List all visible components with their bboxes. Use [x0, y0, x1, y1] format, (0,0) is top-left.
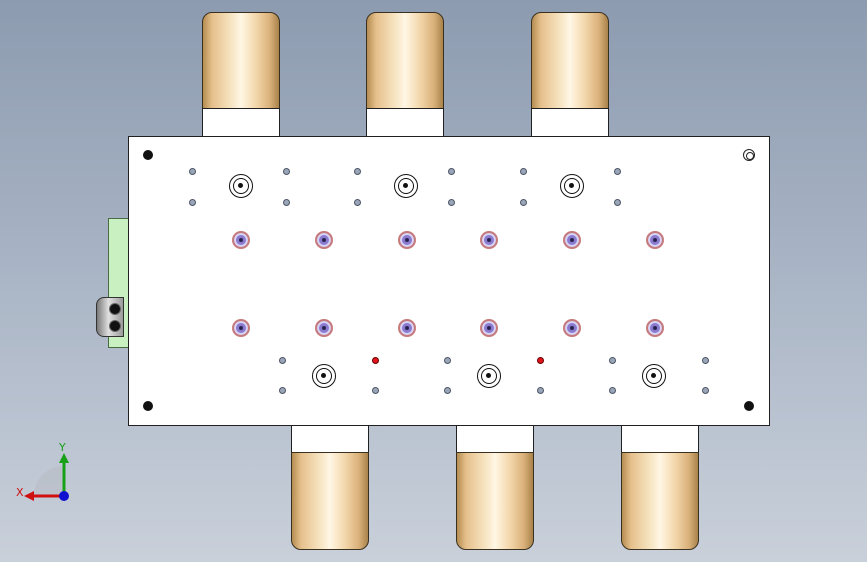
mount-hole[interactable]: [701, 356, 709, 364]
y-axis-arrow: [59, 453, 69, 463]
mount-hole[interactable]: [188, 167, 196, 175]
port-lower[interactable]: [563, 319, 581, 337]
cylinder-top-1[interactable]: [202, 12, 280, 110]
corner-hole[interactable]: [143, 401, 153, 411]
mount-hole[interactable]: [608, 356, 616, 364]
port-upper[interactable]: [480, 231, 498, 249]
bore-upper[interactable]: [560, 174, 584, 198]
bore-lower[interactable]: [312, 364, 336, 388]
mount-hole[interactable]: [278, 356, 286, 364]
mount-hole[interactable]: [608, 386, 616, 394]
port-lower[interactable]: [232, 319, 250, 337]
mount-hole[interactable]: [443, 386, 451, 394]
cylinder-bottom-2[interactable]: [456, 452, 534, 550]
triad-quadrant: [34, 466, 64, 496]
port-upper[interactable]: [563, 231, 581, 249]
cylinder-bottom-1[interactable]: [291, 452, 369, 550]
mount-hole[interactable]: [371, 386, 379, 394]
collar-bottom-1[interactable]: [291, 424, 369, 454]
port-lower[interactable]: [646, 319, 664, 337]
port-lower[interactable]: [480, 319, 498, 337]
knob-hole-bottom: [109, 320, 121, 332]
mount-hole[interactable]: [447, 167, 455, 175]
manifold-plate[interactable]: [128, 136, 770, 426]
corner-hole[interactable]: [744, 401, 754, 411]
cylinder-bottom-3[interactable]: [621, 452, 699, 550]
port-lower[interactable]: [398, 319, 416, 337]
collar-top-2[interactable]: [366, 108, 444, 138]
cylinder-top-2[interactable]: [366, 12, 444, 110]
port-upper[interactable]: [646, 231, 664, 249]
x-axis-label: X: [16, 486, 24, 499]
port-upper[interactable]: [232, 231, 250, 249]
collar-top-3[interactable]: [531, 108, 609, 138]
triad-graphic: [24, 453, 69, 501]
corner-hole[interactable]: [143, 150, 153, 160]
knob-hole-top: [109, 303, 121, 315]
bore-lower[interactable]: [642, 364, 666, 388]
corner-hole-ring[interactable]: [743, 149, 755, 161]
mount-hole[interactable]: [447, 198, 455, 206]
port-lower[interactable]: [315, 319, 333, 337]
x-axis-arrow: [24, 491, 34, 501]
port-upper[interactable]: [315, 231, 333, 249]
mount-hole[interactable]: [536, 386, 544, 394]
mount-hole[interactable]: [613, 198, 621, 206]
marker-hole[interactable]: [536, 356, 544, 364]
bore-upper[interactable]: [229, 174, 253, 198]
mount-hole[interactable]: [282, 167, 290, 175]
mount-hole[interactable]: [353, 198, 361, 206]
bore-lower[interactable]: [477, 364, 501, 388]
mount-hole[interactable]: [188, 198, 196, 206]
marker-hole[interactable]: [371, 356, 379, 364]
collar-top-1[interactable]: [202, 108, 280, 138]
mount-hole[interactable]: [282, 198, 290, 206]
cylinder-top-3[interactable]: [531, 12, 609, 110]
mount-hole[interactable]: [519, 198, 527, 206]
mount-hole[interactable]: [613, 167, 621, 175]
mount-hole[interactable]: [519, 167, 527, 175]
mount-hole[interactable]: [701, 386, 709, 394]
y-axis-label: Y: [59, 441, 66, 454]
port-upper[interactable]: [398, 231, 416, 249]
bore-upper[interactable]: [394, 174, 418, 198]
mount-hole[interactable]: [443, 356, 451, 364]
collar-bottom-2[interactable]: [456, 424, 534, 454]
side-knob[interactable]: [96, 297, 124, 337]
mount-hole[interactable]: [353, 167, 361, 175]
z-axis-dot: [59, 491, 69, 501]
mount-hole[interactable]: [278, 386, 286, 394]
coordinate-triad: X Y: [12, 440, 82, 510]
collar-bottom-3[interactable]: [621, 424, 699, 454]
